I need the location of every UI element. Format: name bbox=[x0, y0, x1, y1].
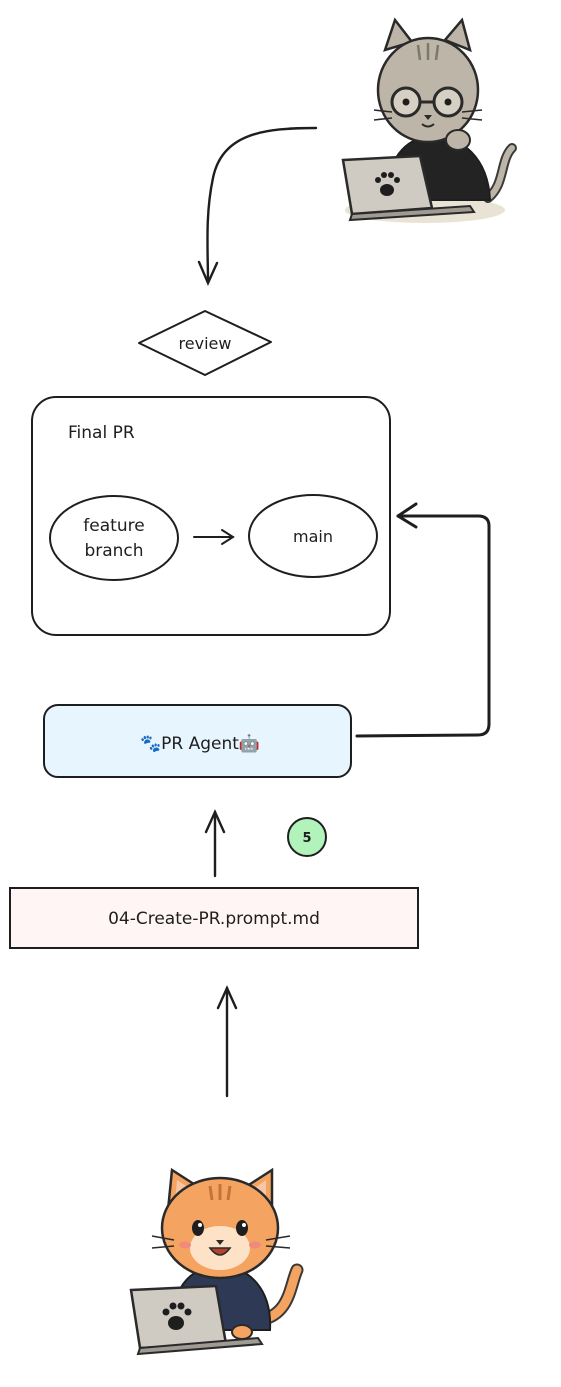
paw-icon bbox=[375, 172, 400, 196]
step-badge: 5 bbox=[287, 817, 327, 857]
feature-branch-label-line2: branch bbox=[84, 541, 143, 561]
final-pr-box: Final PR feature branch main bbox=[31, 396, 391, 636]
final-pr-title: Final PR bbox=[68, 423, 135, 443]
review-decision: review bbox=[138, 310, 272, 376]
developer-cat-icon bbox=[129, 1167, 304, 1356]
developer-to-prompt-arrow bbox=[216, 985, 238, 1098]
prompt-file-label: 04-Create-PR.prompt.md bbox=[108, 909, 320, 929]
agent-to-final-pr-arrow bbox=[355, 502, 491, 738]
step-number: 5 bbox=[302, 831, 311, 846]
feature-branch-label-line1: feature bbox=[83, 516, 144, 536]
paw-icon bbox=[162, 1302, 192, 1330]
main-branch-label: main bbox=[293, 527, 333, 546]
reviewer-to-review-arrow bbox=[197, 126, 318, 286]
pr-agent-box: 🐾PR Agent🤖 bbox=[43, 704, 352, 778]
review-label: review bbox=[179, 334, 232, 353]
reviewer-cat-icon bbox=[341, 17, 517, 223]
pr-agent-label: 🐾PR Agent🤖 bbox=[140, 733, 260, 754]
prompt-to-agent-arrow bbox=[204, 809, 226, 878]
prompt-file-box: 04-Create-PR.prompt.md bbox=[9, 887, 419, 949]
merge-arrow bbox=[193, 529, 235, 545]
